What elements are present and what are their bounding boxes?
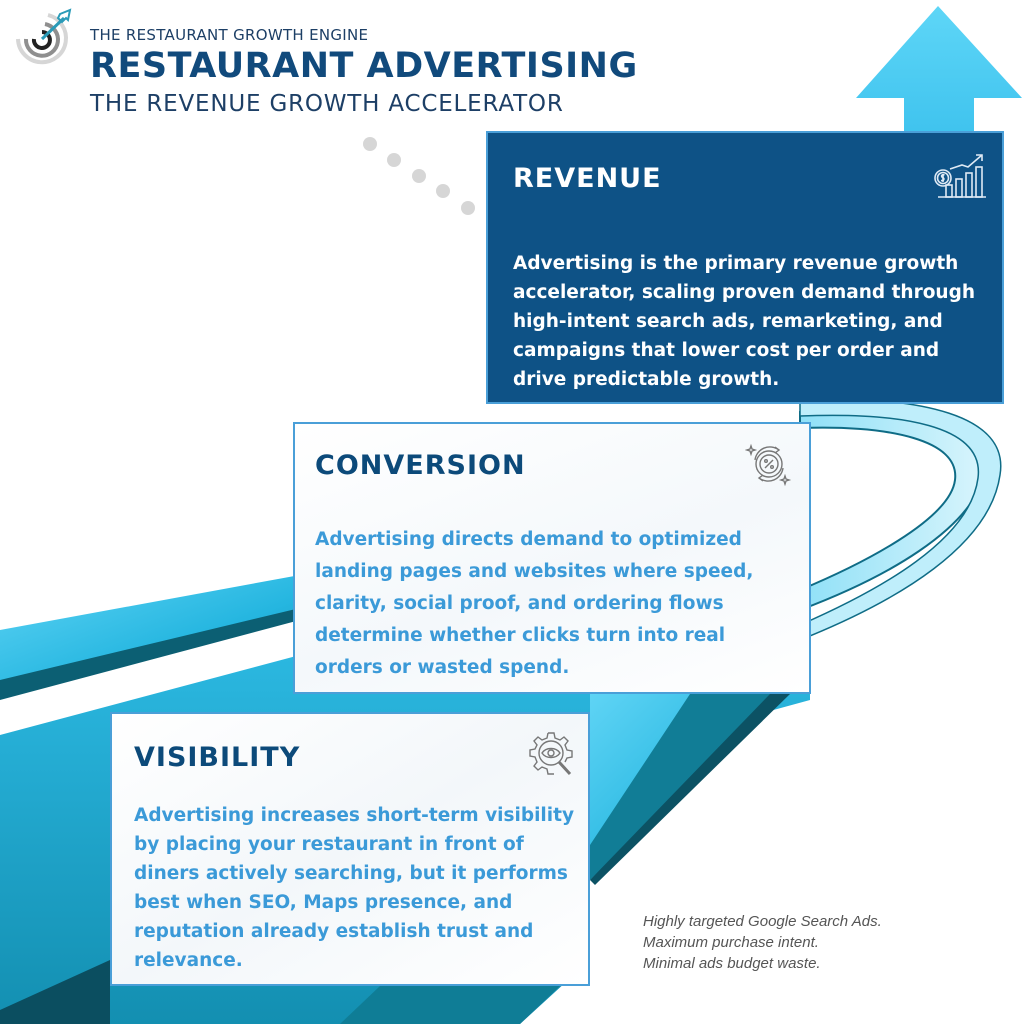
visibility-card: VISIBILITY Advertising increases short-t…	[110, 712, 590, 986]
conversion-card: CONVERSION Advertising directs demand to…	[293, 422, 811, 694]
revenue-card: REVENUE Advertising is the primary reven…	[486, 131, 1004, 404]
path-dot	[412, 169, 426, 183]
percent-cycle-icon	[745, 443, 792, 487]
up-arrow-icon	[856, 6, 1022, 135]
path-dot	[387, 153, 401, 167]
tagline-line: Minimal ads budget waste.	[643, 955, 821, 972]
page-title: RESTAURANT ADVERTISING	[90, 46, 638, 86]
card-body: Advertising directs demand to optimized …	[315, 529, 754, 678]
card-body: Advertising increases short-term visibil…	[134, 805, 575, 971]
path-dot	[461, 201, 475, 215]
tagline: Highly targeted Google Search Ads. Maxim…	[643, 911, 882, 974]
tagline-line: Highly targeted Google Search Ads.	[643, 913, 882, 930]
card-title: VISIBILITY	[134, 742, 301, 773]
card-body: Advertising is the primary revenue growt…	[513, 253, 976, 390]
target-with-arrow-icon	[16, 8, 72, 65]
path-dot	[363, 137, 377, 151]
card-title: CONVERSION	[315, 450, 526, 481]
tagline-line: Maximum purchase intent.	[643, 934, 819, 951]
page-subtitle: THE REVENUE GROWTH ACCELERATOR	[90, 91, 564, 117]
card-title: REVENUE	[513, 163, 662, 194]
path-dot	[436, 184, 450, 198]
header-kicker: THE RESTAURANT GROWTH ENGINE	[90, 26, 369, 44]
revenue-growth-chart-icon	[934, 154, 986, 198]
eye-gear-search-icon	[529, 732, 573, 776]
